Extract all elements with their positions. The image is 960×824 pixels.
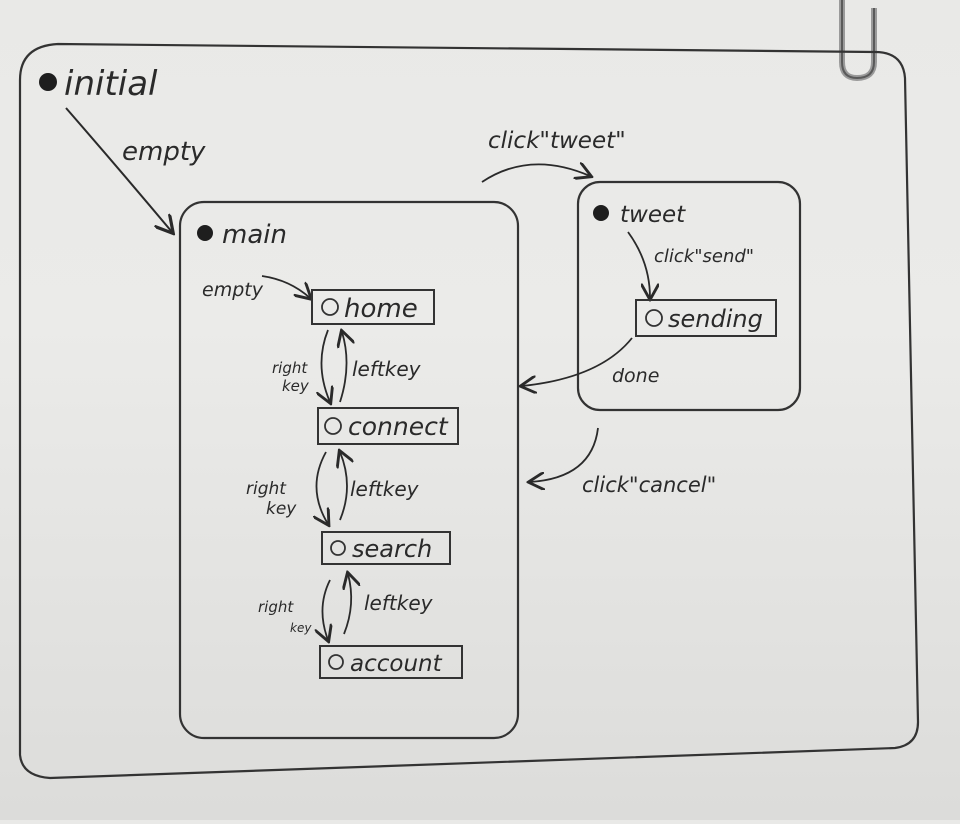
substate-sending-label: sending [668,305,763,333]
tweet-dot [593,205,609,221]
search-account-right-arrow [322,579,330,640]
substate-account: account [319,645,463,679]
main-entry-label: empty [202,279,264,301]
substate-search: search [321,531,451,565]
connect-search-left-arrow [340,452,347,521]
main-dot [197,225,213,241]
tweet-send-arrow [627,231,650,298]
search-account-left-arrow [344,574,351,635]
main-label: main [222,220,287,250]
main-entry-arrow [261,275,310,298]
substate-sending: sending [635,299,777,337]
right-key-label-2a: right [246,479,287,499]
substate-search-label: search [352,535,432,563]
substate-home-label: home [344,294,418,324]
substate-connect-label: connect [348,412,449,441]
cancel-label: click"cancel" [582,473,716,497]
initial-to-main-label: empty [122,137,206,167]
leftkey-label-1: leftkey [352,357,422,381]
home-connect-left-arrow [340,332,347,403]
cancel-arrow [530,427,599,482]
initial-dot [39,73,57,91]
connect-search-right-arrow [316,451,328,524]
done-arrow [522,337,633,386]
right-key-label-2b: key [266,499,297,519]
main-state-box [178,200,520,740]
substate-home: home [311,289,435,325]
main-to-tweet-label: click"tweet" [488,128,626,154]
outer-state-box [18,42,920,780]
main-to-tweet-arrow [481,164,590,183]
substate-connect: connect [317,407,459,445]
leftkey-label-2: leftkey [350,477,420,501]
right-key-label-1b: key [282,377,310,395]
tweet-state-box [576,180,802,412]
initial-to-main-arrow [65,107,172,232]
home-connect-right-arrow [321,329,330,402]
right-key-label-1a: right [272,359,308,377]
leftkey-label-3: leftkey [364,591,434,615]
done-label: done [612,365,659,387]
right-key-label-3a: right [258,598,294,616]
paper-clip-icon [839,0,877,82]
right-key-label-3b: key [290,621,312,635]
substate-account-label: account [350,651,443,677]
tweet-label: tweet [620,202,686,228]
tweet-send-label: click"send" [654,246,754,267]
initial-label: initial [64,64,158,104]
